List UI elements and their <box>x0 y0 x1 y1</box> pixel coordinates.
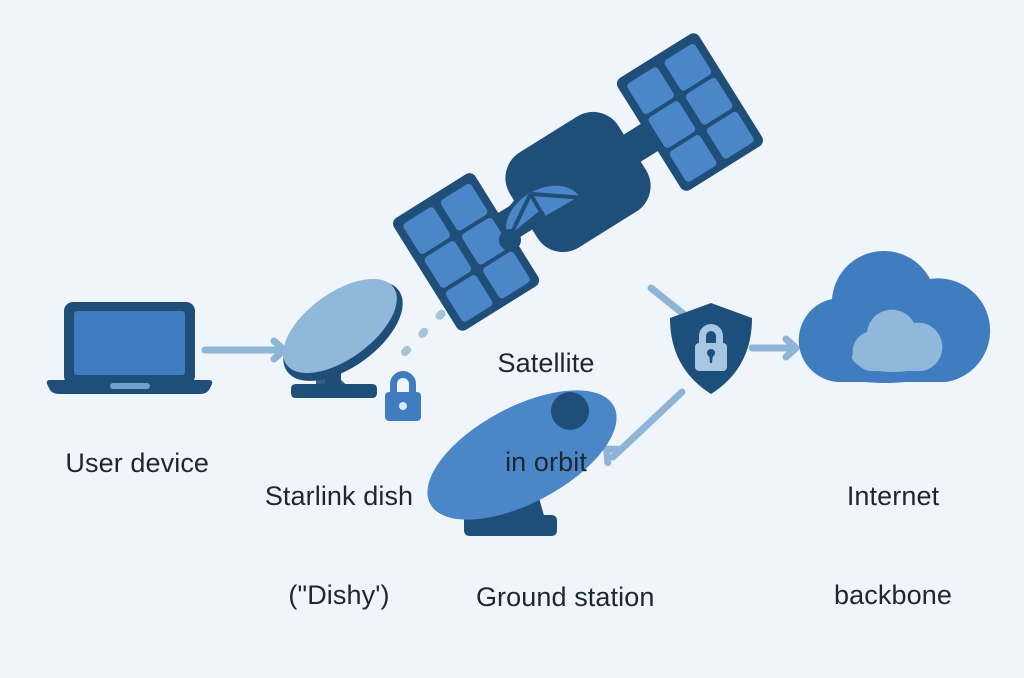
label-starlink-dish-line1: Starlink dish <box>264 481 414 511</box>
connector-shield-to-ground-station <box>601 388 686 463</box>
label-ground-station: Ground station <box>410 548 690 647</box>
label-satellite: Satellite in orbit <box>456 281 636 545</box>
ground-station-dish-icon <box>427 390 617 536</box>
label-internet-backbone-line2: backbone <box>834 580 952 610</box>
label-internet-backbone: Internet backbone <box>788 414 998 678</box>
connector-shield-to-cloud <box>748 339 796 357</box>
laptop-icon <box>46 302 213 394</box>
label-starlink-dish-line2: ("Dishy') <box>288 580 390 610</box>
label-satellite-line2: in orbit <box>505 447 587 477</box>
satellite-antenna-icon <box>499 181 588 251</box>
label-ground-station-line1: Ground station <box>475 582 655 612</box>
satellite-dish-icon <box>283 278 403 398</box>
lock-icon <box>385 371 421 421</box>
connector-user-to-dish <box>201 341 284 359</box>
connector-satellite-to-shield <box>647 284 690 320</box>
label-starlink-dish: Starlink dish ("Dishy') <box>232 414 446 678</box>
label-user-device: User device <box>22 414 222 513</box>
shield-lock-icon <box>670 303 752 394</box>
label-user-device-line1: User device <box>65 448 210 478</box>
label-internet-backbone-line1: Internet <box>846 481 940 511</box>
cloud-icon <box>798 250 991 383</box>
label-satellite-line1: Satellite <box>497 348 595 378</box>
